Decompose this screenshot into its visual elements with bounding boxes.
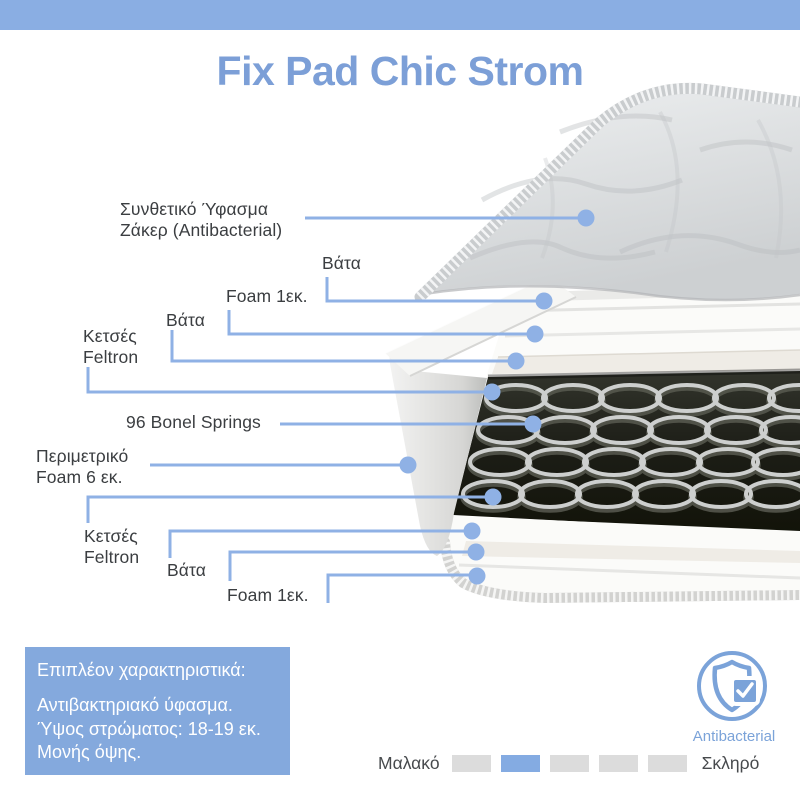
firmness-hard-label: Σκληρό xyxy=(701,752,760,773)
shield-check-icon xyxy=(697,651,767,721)
layer-label-perimeter-foam: Περιμετρικό Foam 6 εκ. xyxy=(36,446,129,487)
layer-label-springs: 96 Bonel Springs xyxy=(126,412,261,432)
firmness-scale: Μαλακό Σκληρό xyxy=(378,752,759,774)
firmness-soft-label: Μαλακό xyxy=(378,752,440,773)
antibacterial-label: Antibacterial xyxy=(692,728,776,745)
layer-label-foam-1: Foam 1εκ. xyxy=(226,286,308,306)
firmness-segments xyxy=(442,754,687,772)
layer-label-feltron-1: Κετσές Feltron xyxy=(83,326,139,367)
layer-label-feltron-2: Κετσές Feltron xyxy=(84,526,140,567)
feature-line-3: Μονής όψης. xyxy=(37,742,142,762)
leader-lines xyxy=(86,216,586,603)
layer-label-foam-2: Foam 1εκ. xyxy=(227,585,309,605)
layer-label-batting-1: Βάτα xyxy=(322,253,361,273)
antibacterial-badge: Antibacterial xyxy=(692,650,776,745)
firmness-segment-1 xyxy=(451,754,491,772)
top-accent-bar xyxy=(0,0,800,30)
feature-line-1: Αντιβακτηριακό ύφασμα. xyxy=(37,695,233,715)
firmness-segment-2 xyxy=(500,754,540,772)
feature-line-2: Ύψος στρώματος: 18-19 εκ. xyxy=(37,718,261,739)
firmness-segment-4 xyxy=(598,754,638,772)
leader-dots xyxy=(399,209,595,585)
page-title: Fix Pad Chic Strom xyxy=(216,48,584,94)
firmness-segment-3 xyxy=(549,754,589,772)
firmness-segment-5 xyxy=(647,754,687,772)
features-panel: Επιπλέον χαρακτηριστικά: Αντιβακτηριακό … xyxy=(25,647,290,775)
layer-label-fabric: Συνθετικό Ύφασμα Ζάκερ (Antibacterial) xyxy=(120,199,283,240)
features-title: Επιπλέον χαρακτηριστικά: xyxy=(37,660,246,680)
layer-label-batting-2: Βάτα xyxy=(166,310,205,330)
layer-label-batting-3: Βάτα xyxy=(167,560,206,580)
